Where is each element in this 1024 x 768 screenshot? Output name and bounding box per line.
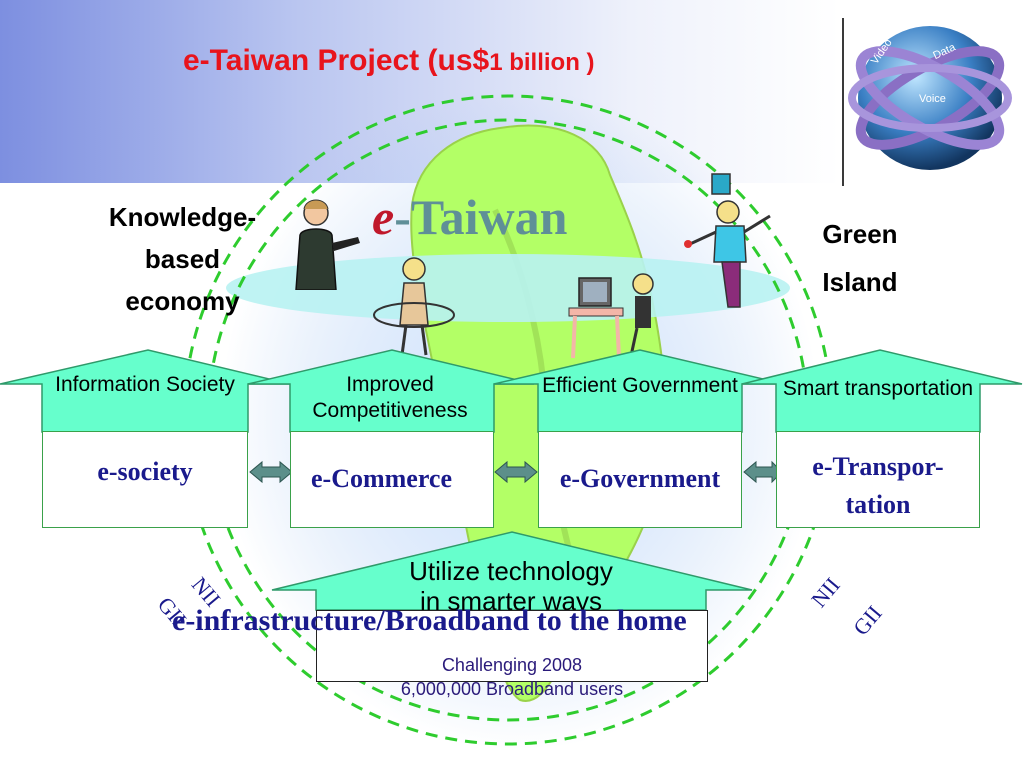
pillar-2-top-label: Improved Competitiveness <box>312 373 468 422</box>
infrastructure-label: e-infrastructure/Broadband to the home <box>172 604 687 637</box>
pillar-3-box: e-Government <box>538 431 742 528</box>
title-main: e-Taiwan Project (us$ <box>183 44 490 77</box>
pillar-3-bottom-label: e-Government <box>559 464 721 493</box>
logo-label-voice: Voice <box>919 93 946 105</box>
goal-text: Challenging 2008 6,000,000 Broadband use… <box>317 653 707 701</box>
green-island-label: Green Island <box>800 210 920 306</box>
e-taiwan-rest: -Taiwan <box>394 189 568 245</box>
businesswoman-clipart-icon <box>295 199 360 290</box>
businessman-hula-clipart-icon <box>373 257 455 356</box>
pillar-2-arrow <box>247 349 535 433</box>
knowledge-line-1: Knowledge- <box>108 202 257 232</box>
goal-box: Challenging 2008 6,000,000 Broadband use… <box>316 610 708 699</box>
pillar-4-arrow <box>741 349 1023 433</box>
pillar-1-arrow <box>0 349 291 433</box>
pillar-1-bottom-label: e-society <box>97 457 193 486</box>
juggler-clipart-icon <box>684 173 771 308</box>
e-taiwan-e: e <box>372 189 395 245</box>
pillar-4-bottom-label: e-Transpor-tation <box>812 452 944 519</box>
green-island-line-1: Green <box>822 219 898 249</box>
knowledge-line-3: economy <box>125 286 240 316</box>
pillar-2-box: e-Commerce <box>290 431 494 528</box>
base-arrow-line-1: Utilize technology <box>409 556 613 586</box>
base-arrow-shape <box>271 531 753 611</box>
e-taiwan-heading: e-Taiwan <box>372 188 567 246</box>
page-title: e-Taiwan Project (us$1 billion ) <box>183 44 595 78</box>
connector-arrow-2-icon <box>494 460 538 484</box>
pillar-4-box: e-Transpor-tation <box>776 431 980 528</box>
globe-logo-icon: Video Data Voice <box>848 26 1012 170</box>
goal-line-1: Challenging 2008 <box>441 655 583 675</box>
pillar-3-arrow <box>493 349 785 433</box>
pillar-1-box: e-society <box>42 431 248 528</box>
goal-line-2: 6,000,000 Broadband users <box>400 679 624 699</box>
pillar-3-top-label: Efficient Government <box>542 374 738 397</box>
knowledge-economy-label: Knowledge- based economy <box>80 196 285 322</box>
green-island-line-2: Island <box>822 267 898 297</box>
title-amount: 1 billion ) <box>489 49 595 76</box>
pillar-1-top-label: Information Society <box>55 373 235 396</box>
logo-divider <box>842 18 844 186</box>
connector-arrow-1-icon <box>249 460 293 484</box>
pillar-2-bottom-label: e-Commerce <box>311 464 452 493</box>
knowledge-line-2: based <box>144 244 221 274</box>
pillar-4-top-label: Smart transportation <box>782 377 974 400</box>
